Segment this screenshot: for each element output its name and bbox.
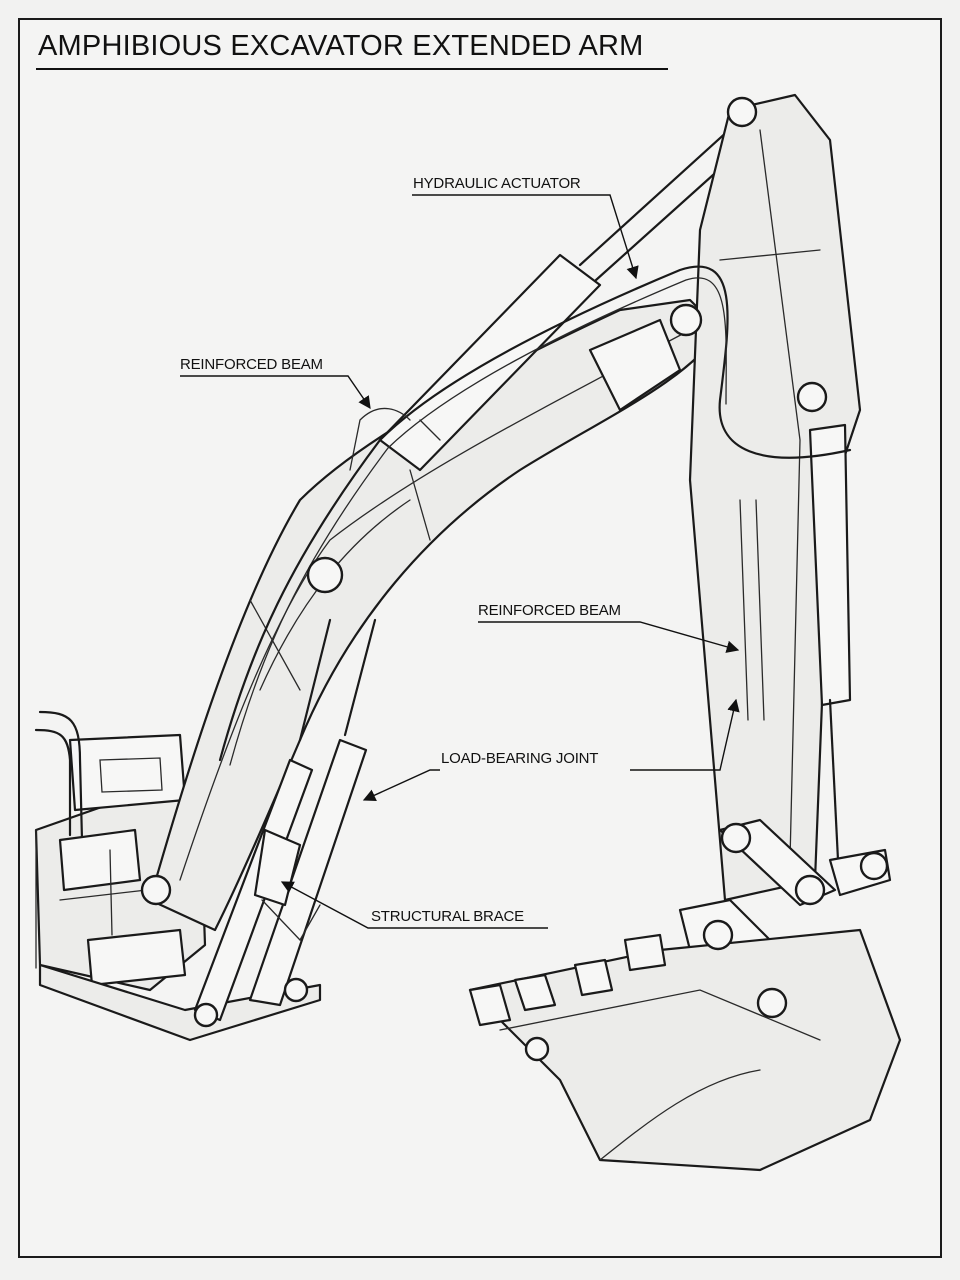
callout-load-bearing-joint: LOAD-BEARING JOINT: [441, 750, 599, 767]
title-underline: [36, 68, 668, 70]
hydraulic-hoses: [218, 265, 852, 766]
callout-reinforced-beam-lower: REINFORCED BEAM: [478, 602, 621, 619]
bucket-assembly: [468, 818, 902, 1172]
callout-leaders: [180, 194, 740, 929]
callout-hydraulic-actuator: HYDRAULIC ACTUATOR: [413, 175, 581, 192]
page-title: AMPHIBIOUS EXCAVATOR EXTENDED ARM: [38, 30, 644, 62]
machine-base: [34, 710, 322, 1042]
pivot-pins: [140, 96, 889, 1062]
callout-reinforced-beam-upper: REINFORCED BEAM: [180, 356, 323, 373]
boom-cylinders: [193, 618, 377, 1022]
arm: [688, 93, 862, 902]
callout-structural-brace: STRUCTURAL BRACE: [371, 908, 524, 925]
